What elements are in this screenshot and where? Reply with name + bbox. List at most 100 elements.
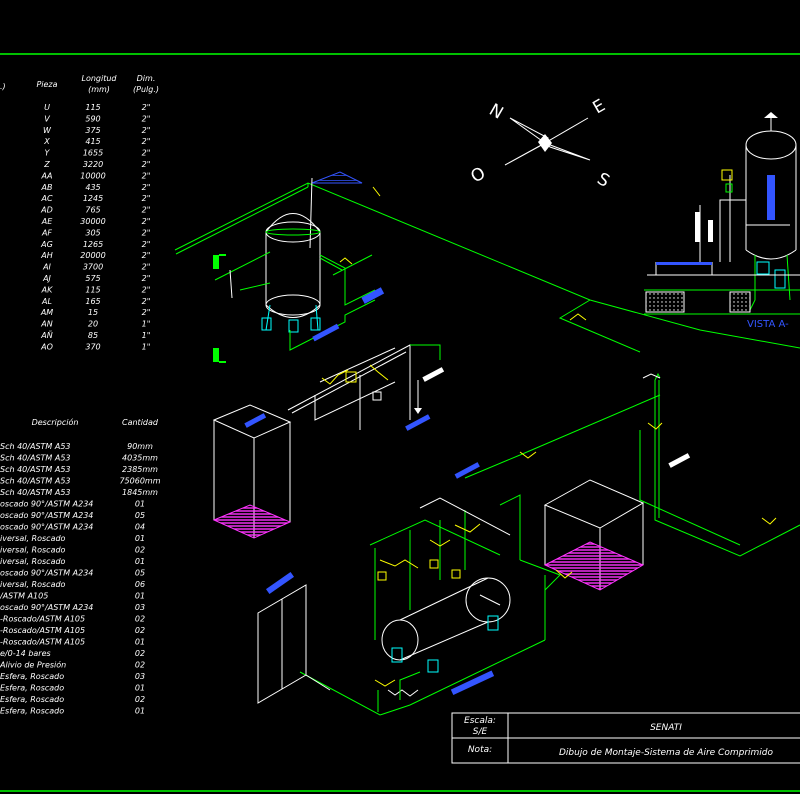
compass-n: N	[486, 100, 507, 124]
piece-code: AM	[40, 308, 53, 317]
piece-code: X	[43, 137, 50, 146]
compass-rose: N E O S	[468, 96, 613, 192]
equipment-box-2	[543, 479, 645, 591]
material-quantity: 1845mm	[122, 488, 158, 497]
piece-code: AA	[41, 171, 53, 180]
piece-dim: 2"	[142, 274, 151, 283]
material-description: Esfera, Roscado	[0, 672, 64, 681]
material-quantity: 01	[135, 557, 145, 566]
riser-label	[668, 453, 691, 468]
horizontal-tank	[381, 577, 511, 673]
piece-length: 20	[88, 320, 98, 329]
material-quantity: 03	[135, 672, 145, 681]
material-description: Esfera, Roscado	[0, 684, 64, 693]
piece-length: 575	[85, 274, 100, 283]
material-description: iversal, Roscado	[0, 546, 66, 555]
material-description: oscado 90°/ASTM A234	[0, 523, 93, 532]
material-quantity: 02	[135, 626, 145, 635]
piece-dim: 2"	[142, 285, 151, 294]
piece-code: Y	[45, 149, 51, 158]
branch-label	[422, 367, 445, 382]
pipe-label-2	[312, 323, 340, 342]
material-description: Alivio de Presión	[0, 660, 66, 670]
bottom-pipe	[299, 639, 546, 716]
piece-length: 115	[85, 103, 100, 112]
material-quantity: 02	[135, 615, 145, 624]
piece-dim: 2"	[142, 103, 151, 112]
material-quantity: 4035mm	[122, 454, 158, 463]
material-quantity: 04	[135, 523, 145, 532]
material-description: Sch 40/ASTM A53	[0, 442, 71, 451]
material-quantity: 02	[135, 649, 145, 658]
piece-code: AH	[40, 251, 53, 260]
header-pieza: Pieza	[36, 80, 57, 89]
nota-label: Nota:	[468, 745, 492, 755]
compass-o: O	[468, 163, 490, 187]
material-description: Esfera, Roscado	[0, 695, 64, 704]
view-label: VISTA A-	[747, 319, 789, 330]
piece-code: U	[44, 103, 50, 112]
material-quantity: 03	[135, 603, 145, 612]
piece-code: V	[44, 114, 50, 123]
piece-dim: 2"	[142, 149, 151, 158]
piece-length: 370	[85, 342, 100, 351]
pipe-label-4	[454, 462, 480, 479]
escala-value: S/E	[473, 727, 488, 737]
side-view-a: VISTA A-	[644, 112, 800, 330]
material-description: oscado 90°/ASTM A234	[0, 603, 93, 612]
piece-code: AJ	[42, 274, 51, 283]
material-quantity: 01	[135, 707, 145, 716]
equipment-box-1	[212, 404, 292, 539]
valve-assembly-lower	[369, 494, 573, 700]
piece-code: Z	[43, 160, 50, 169]
compass-e: E	[590, 96, 609, 119]
piece-length: 85	[88, 331, 98, 340]
material-quantity: 02	[135, 661, 145, 670]
piece-dim: 2"	[142, 297, 151, 306]
material-description: Sch 40/ASTM A53	[0, 454, 71, 463]
material-quantity: 02	[135, 546, 145, 555]
piece-length: 305	[85, 228, 100, 237]
piece-code: AN	[40, 320, 52, 329]
material-description: oscado 90°/ASTM A234	[0, 569, 93, 578]
piece-dim: 2"	[142, 183, 151, 192]
isometric-pipeline	[174, 171, 800, 716]
piece-code: AE	[41, 217, 53, 226]
door-label	[265, 571, 295, 595]
material-quantity: 2385mm	[122, 465, 158, 474]
piece-code: AD	[40, 206, 53, 215]
return-header-pipe	[654, 380, 800, 557]
material-quantity: 01	[135, 592, 145, 601]
green-marker-upper	[213, 255, 219, 269]
piece-dim: 2"	[142, 251, 151, 260]
material-quantity: 75060mm	[119, 477, 160, 486]
material-description: oscado 90°/ASTM A234	[0, 500, 93, 509]
piece-dim: 2"	[142, 114, 151, 123]
header-hatch-marker	[311, 171, 363, 184]
piece-length: 435	[85, 183, 100, 192]
piece-length: 375	[85, 126, 100, 135]
header-longitud-unit: (mm)	[88, 85, 110, 94]
material-quantity: 05	[135, 569, 145, 578]
piece-dim: 2"	[142, 217, 151, 226]
piece-dim: 2"	[142, 240, 151, 249]
bottom-pipe-label	[450, 670, 495, 696]
door	[257, 584, 331, 704]
escala-label: Escala:	[464, 716, 496, 726]
header-descripcion: Descripción	[32, 417, 79, 427]
material-quantity: 01	[135, 638, 145, 647]
piece-code: AÑ	[40, 330, 52, 340]
piece-code: AB	[41, 183, 53, 192]
piece-dim: 1"	[142, 342, 151, 351]
organization-name: SENATI	[650, 723, 682, 733]
compass-s: S	[594, 169, 613, 192]
piece-code: AL	[41, 297, 52, 306]
piece-length: 3220	[83, 160, 103, 169]
material-description: e/0-14 bares	[0, 649, 51, 658]
material-quantity: 01	[135, 534, 145, 543]
piece-length: 20000	[80, 251, 105, 260]
material-description: Sch 40/ASTM A53	[0, 465, 71, 474]
